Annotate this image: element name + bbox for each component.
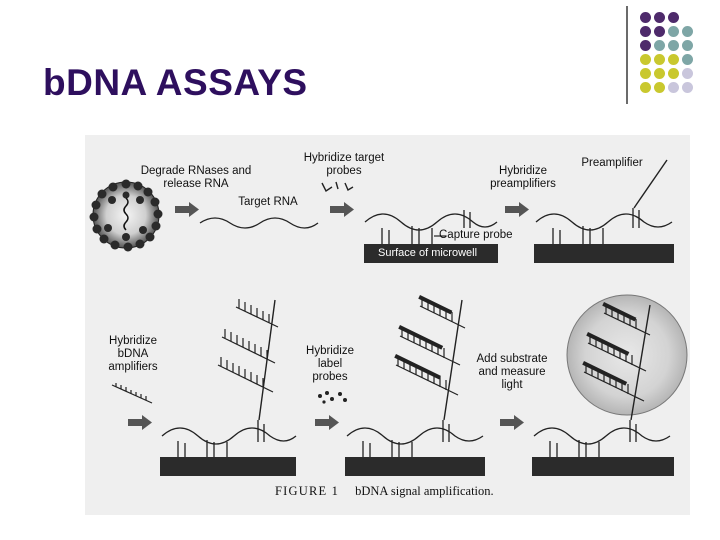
dot (668, 26, 679, 37)
dot (668, 40, 679, 51)
label-degrade-rnases: Degrade RNases and release RNA (140, 165, 252, 190)
dot (654, 54, 665, 65)
dot (654, 82, 665, 93)
dot (640, 40, 651, 51)
label-preamplifier: Preamplifier (581, 157, 643, 169)
cell-illustration (89, 179, 163, 252)
label-hybridize-label-probes: Hybridize label probes (306, 345, 354, 383)
arrow (330, 202, 354, 217)
microwell-panel-5 (532, 294, 688, 476)
label-hybridize-bdna-amplifiers: Hybridize bDNA amplifiers (108, 335, 158, 373)
label-hybridize-target-probes: Hybridize target probes (303, 152, 385, 177)
dot (654, 68, 665, 79)
dot (682, 40, 693, 51)
microwell-panel-3 (160, 299, 297, 476)
target-probe-fragments (321, 181, 354, 193)
label-surface-of-microwell: Surface of microwell (378, 247, 478, 259)
dot (640, 82, 651, 93)
dot (668, 82, 679, 93)
arrow (500, 415, 524, 430)
dot (654, 26, 665, 37)
arrow (315, 415, 339, 430)
microwell-panel-2 (534, 159, 674, 263)
arrow (128, 415, 152, 430)
slide-title: bDNA ASSAYS (43, 62, 308, 103)
dot (640, 68, 651, 79)
arrow (175, 202, 199, 217)
dot (640, 54, 651, 65)
microwell-panel-4 (345, 295, 485, 476)
dot (682, 26, 693, 37)
amplifier-fragment (111, 383, 153, 404)
label-add-substrate: Add substrate and measure light (476, 353, 548, 391)
decorative-divider (626, 6, 628, 104)
dot (654, 40, 665, 51)
arrow (505, 202, 529, 217)
figure-caption: FIGURE 1 bDNA signal amplification. (275, 484, 494, 499)
dot (668, 54, 679, 65)
dot (682, 68, 693, 79)
caption-text: bDNA signal amplification. (355, 484, 494, 498)
dot (640, 26, 651, 37)
dot (682, 82, 693, 93)
label-hybridize-preamplifiers: Hybridize preamplifiers (490, 165, 556, 190)
dot (640, 12, 651, 23)
dot (668, 12, 679, 23)
label-target-rna: Target RNA (238, 196, 298, 208)
caption-figure-number: FIGURE 1 (275, 484, 340, 498)
dot (668, 68, 679, 79)
target-rna-strand (199, 217, 319, 229)
label-probes (318, 391, 347, 404)
microwell-panel-1 (364, 210, 498, 263)
dot (682, 54, 693, 65)
dot (654, 12, 665, 23)
label-capture-probe: Capture probe (439, 229, 513, 241)
